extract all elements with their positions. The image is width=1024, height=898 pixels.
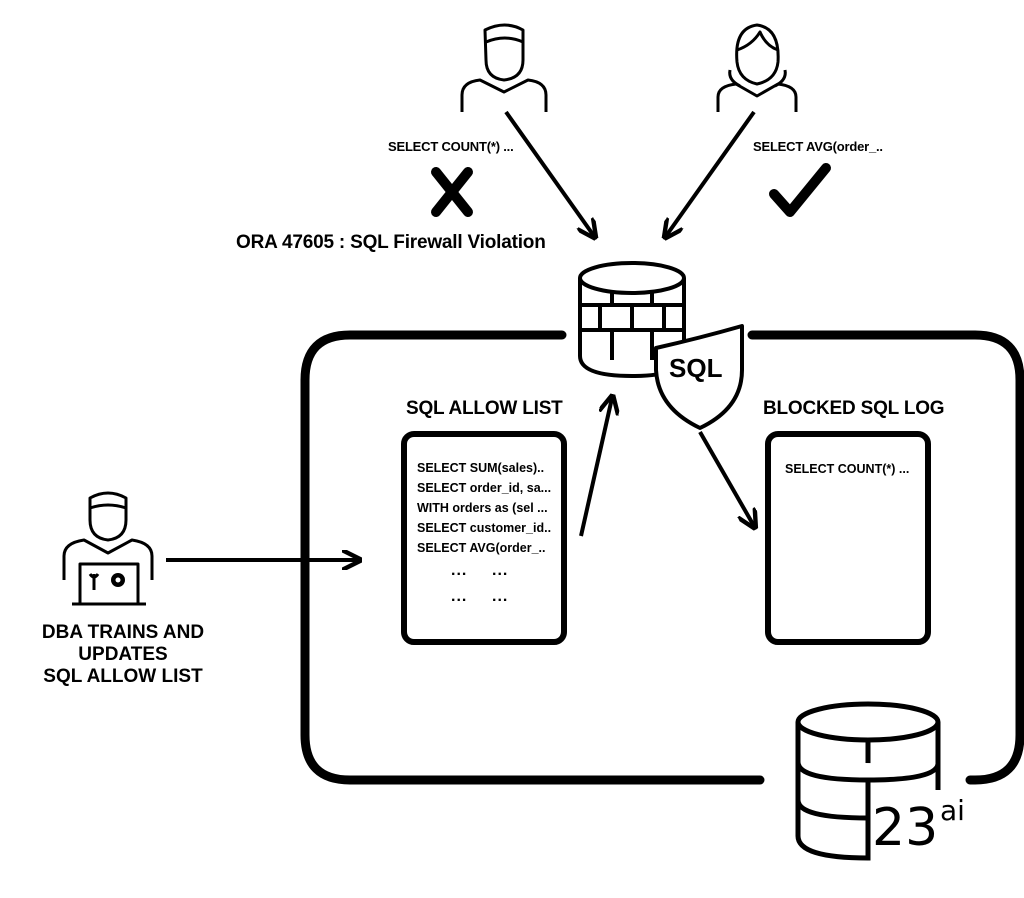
blocked-log-title: BLOCKED SQL LOG (763, 398, 945, 419)
sql-shield-icon (654, 324, 744, 430)
allow-list-ellipsis: ... (492, 562, 509, 579)
accepted-check-icon (769, 163, 831, 217)
blocked-query-text: SELECT COUNT(*) ... (388, 139, 514, 154)
blocked-log-entry: SELECT COUNT(*) ... (785, 462, 910, 476)
dba-caption-line1: DBA TRAINS AND UPDATES (41, 622, 205, 665)
database-boundary-right (747, 330, 1024, 785)
female-user-icon (716, 23, 798, 112)
male-user-icon (460, 23, 548, 112)
allow-list-ellipsis: ... (451, 588, 468, 605)
allow-list-panel (401, 431, 567, 645)
allow-list-entry: SELECT SUM(sales).. (417, 461, 545, 475)
allow-list-ellipsis: ... (492, 588, 509, 605)
arrow-allowlist-to-firewall (579, 398, 612, 537)
dba-icon (62, 491, 154, 606)
allowed-query-text: SELECT AVG(order_.. (753, 139, 883, 154)
database-boundary (300, 330, 765, 785)
allow-list-entry: SELECT customer_id.. (417, 521, 552, 535)
arrow-firewall-to-blocked-log (698, 431, 754, 526)
allow-list-entry: WITH orders as (sel ... (417, 501, 548, 515)
db-version-suffix: ai (940, 794, 965, 827)
dba-caption: DBA TRAINS AND UPDATES SQL ALLOW LIST (0, 622, 246, 688)
rejected-x-icon (431, 167, 473, 217)
wrench-gear-icon (88, 573, 125, 590)
dba-caption-line2: SQL ALLOW LIST (43, 666, 203, 687)
arrow-male-to-firewall (504, 110, 594, 236)
allow-list-title: SQL ALLOW LIST (406, 398, 563, 419)
shield-label: SQL (669, 353, 723, 383)
allow-list-ellipsis: ... (451, 562, 468, 579)
allow-list-entry: SELECT AVG(order_.. (417, 541, 546, 555)
oracle-23ai-database-icon (795, 701, 941, 861)
allow-list-entry: SELECT order_id, sa... (417, 481, 552, 495)
db-version: 23 (872, 798, 939, 858)
blocked-log-panel (765, 431, 931, 645)
violation-message: ORA 47605 : SQL Firewall Violation (236, 232, 546, 253)
arrow-female-to-firewall (666, 110, 756, 236)
